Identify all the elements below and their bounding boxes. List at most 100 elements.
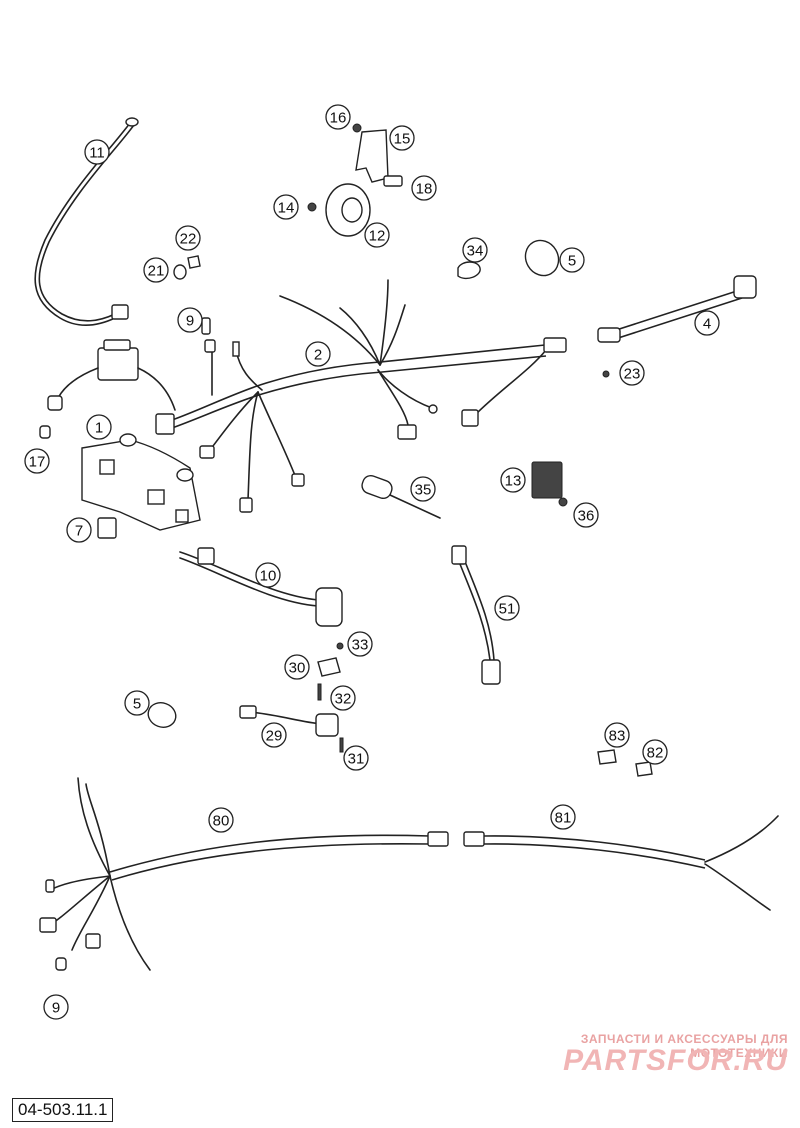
small-parts-82-83 <box>597 749 653 777</box>
callout-17: 17 <box>24 448 50 474</box>
callout-ring <box>143 257 169 283</box>
switch-assembly-29 <box>239 642 344 753</box>
rear-harness-80 <box>39 777 449 971</box>
callout-label: 33 <box>352 637 369 654</box>
callout-ring <box>364 222 390 248</box>
callouts-layer: 1116151814122221345924231171335367105133… <box>24 104 720 1020</box>
callout-ring <box>43 994 69 1020</box>
callout-label: 13 <box>505 473 522 490</box>
callout-1: 1 <box>86 414 112 440</box>
callout-10: 10 <box>255 562 281 588</box>
callout-ring <box>255 562 281 588</box>
callout-ring <box>84 139 110 165</box>
callout-label: 32 <box>335 691 352 708</box>
callout-4: 4 <box>694 310 720 336</box>
callout-label: 35 <box>415 482 432 499</box>
callout-label: 81 <box>555 810 572 827</box>
callout-label: 80 <box>213 813 230 830</box>
switch-part-7 <box>97 517 117 539</box>
rear-harness-81 <box>463 815 779 911</box>
callout-label: 83 <box>609 728 626 745</box>
callout-30: 30 <box>284 654 310 680</box>
small-fasteners-21-22 <box>173 255 201 280</box>
diagram-reference-code: 04-503.11.1 <box>12 1098 114 1122</box>
callout-ring <box>559 247 585 273</box>
callout-ring <box>411 175 437 201</box>
callout-36: 36 <box>573 502 599 528</box>
callout-ring <box>619 360 645 386</box>
callout-81: 81 <box>550 804 576 830</box>
callout-label: 1 <box>95 420 103 437</box>
callout-ring <box>550 804 576 830</box>
callout-label: 9 <box>52 1000 60 1017</box>
callout-label: 15 <box>394 131 411 148</box>
mounting-plate-part <box>81 433 201 531</box>
sensor-cable-51 <box>451 545 501 685</box>
callout-ring <box>330 685 356 711</box>
callout-14: 14 <box>273 194 299 220</box>
callout-82: 82 <box>642 739 668 765</box>
callout-ring <box>261 722 287 748</box>
callout-31: 31 <box>343 745 369 771</box>
callout-29: 29 <box>261 722 287 748</box>
callout-label: 9 <box>186 313 194 330</box>
callout-7: 7 <box>66 517 92 543</box>
callout-label: 11 <box>89 145 105 162</box>
callout-ring <box>500 467 526 493</box>
callout-label: 22 <box>180 231 197 248</box>
callout-ring <box>124 690 150 716</box>
callout-ring <box>66 517 92 543</box>
callout-34: 34 <box>462 237 488 263</box>
callout-ring <box>573 502 599 528</box>
callout-ring <box>694 310 720 336</box>
watermark-logo: PARTSFOR.RU <box>563 1044 788 1077</box>
callout-ring <box>642 739 668 765</box>
callout-9: 9 <box>43 994 69 1020</box>
switch-cable-10 <box>179 547 343 627</box>
callout-ring <box>86 414 112 440</box>
callout-label: 29 <box>266 728 283 745</box>
voltage-regulator <box>531 461 568 507</box>
callout-15: 15 <box>389 125 415 151</box>
callout-23: 23 <box>619 360 645 386</box>
callout-ring <box>494 595 520 621</box>
callout-label: 31 <box>348 751 365 768</box>
callout-9: 9 <box>177 307 203 333</box>
watermark-tagline: ЗАПЧАСТИ И АКСЕССУАРЫ ДЛЯ МОТОТЕХНИКИ <box>580 1032 788 1060</box>
callout-label: 14 <box>278 200 295 217</box>
callout-32: 32 <box>330 685 356 711</box>
callout-13: 13 <box>500 467 526 493</box>
main-wiring-harness <box>155 279 567 513</box>
callout-51: 51 <box>494 595 520 621</box>
callout-ring <box>208 807 234 833</box>
callout-label: 17 <box>29 454 46 471</box>
cable-tie-part <box>147 239 560 728</box>
callout-11: 11 <box>84 139 110 165</box>
callout-33: 33 <box>347 631 373 657</box>
callout-label: 12 <box>369 228 386 245</box>
callout-ring <box>284 654 310 680</box>
callout-ring <box>462 237 488 263</box>
condenser-part-35 <box>361 474 441 519</box>
callout-label: 82 <box>647 745 664 762</box>
callout-ring <box>24 448 50 474</box>
callout-label: 7 <box>75 523 83 540</box>
callout-12: 12 <box>364 222 390 248</box>
callout-5: 5 <box>559 247 585 273</box>
callout-label: 2 <box>314 347 322 364</box>
callout-ring <box>347 631 373 657</box>
callout-label: 51 <box>499 601 516 618</box>
callout-ring <box>273 194 299 220</box>
connector-cable-4 <box>597 275 757 378</box>
callout-label: 36 <box>578 508 595 525</box>
callout-35: 35 <box>410 476 436 502</box>
callout-label: 5 <box>133 696 141 713</box>
callout-ring <box>177 307 203 333</box>
callout-21: 21 <box>143 257 169 283</box>
rubber-grommet-34 <box>457 261 481 280</box>
relay-and-fuse-holder <box>39 317 211 439</box>
horn-assembly <box>307 123 403 237</box>
callout-label: 34 <box>467 243 484 260</box>
callout-83: 83 <box>604 722 630 748</box>
